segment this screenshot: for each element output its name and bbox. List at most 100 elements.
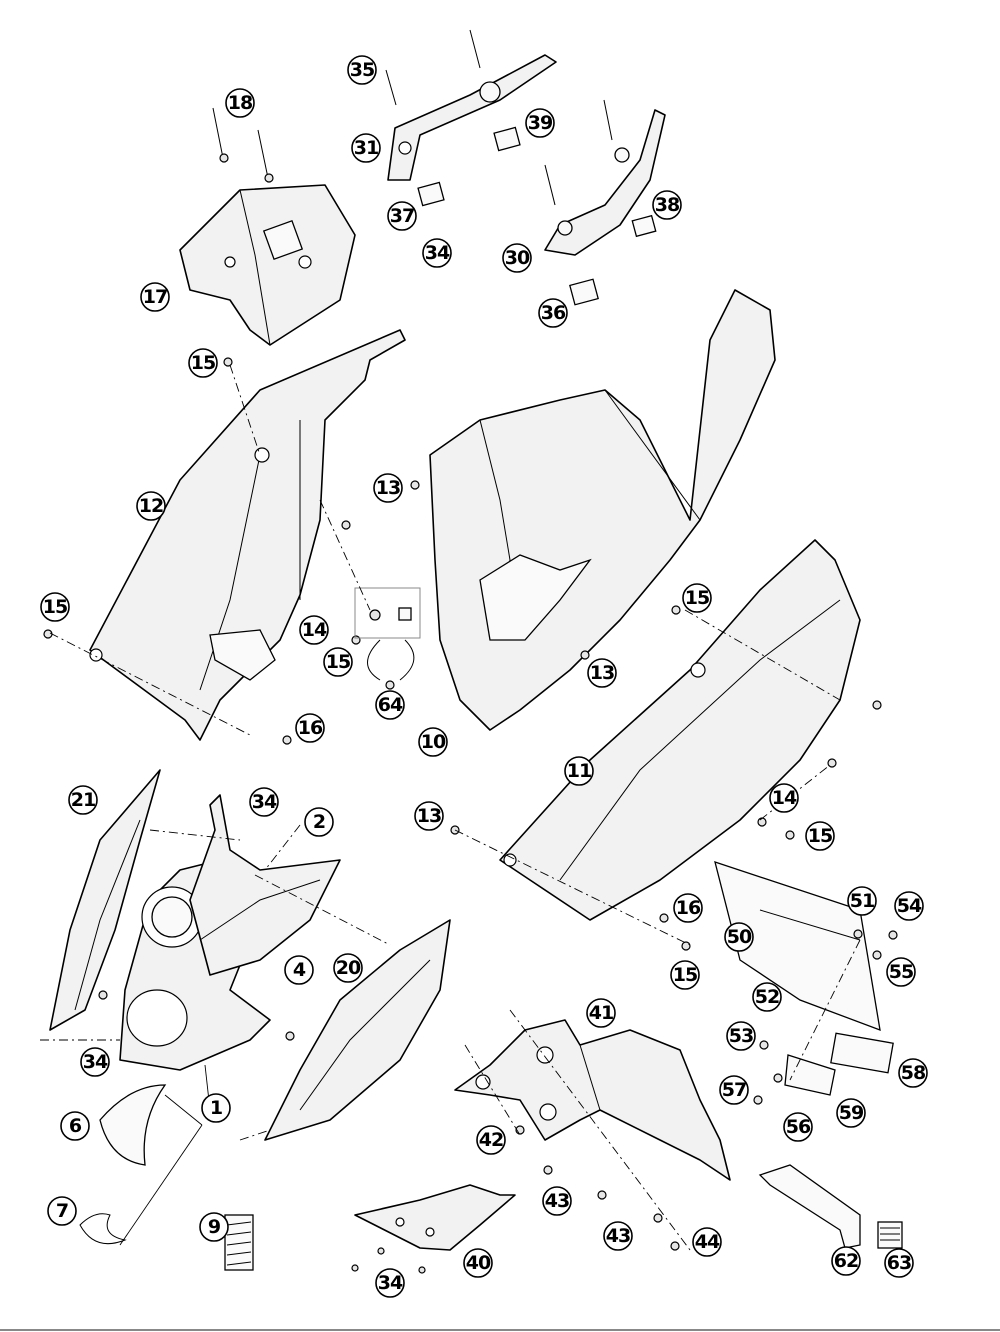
callout-36: 36: [538, 298, 568, 328]
svg-text:35: 35: [350, 59, 374, 81]
callout-15: 15: [40, 592, 70, 622]
callout-15: 15: [805, 821, 835, 851]
part-17-instrument-bracket: [179, 184, 356, 346]
svg-text:44: 44: [695, 1231, 720, 1253]
part-18-bolts: [212, 107, 274, 183]
callout-6: 6: [60, 1111, 90, 1141]
callout-35: 35: [347, 55, 377, 85]
callout-16: 16: [295, 713, 325, 743]
part-30-right-grab-handle: [544, 99, 666, 256]
svg-text:14: 14: [302, 619, 327, 641]
svg-text:7: 7: [56, 1200, 68, 1222]
part-10-tail-section: [429, 289, 776, 731]
callout-13: 13: [373, 473, 403, 503]
svg-text:38: 38: [655, 194, 680, 216]
callout-14: 14: [299, 615, 329, 645]
svg-text:4: 4: [293, 959, 306, 981]
callout-10: 10: [418, 727, 448, 757]
callout-7: 7: [47, 1196, 77, 1226]
svg-text:17: 17: [143, 286, 167, 308]
fasteners: [43, 357, 898, 1274]
callout-34: 34: [249, 787, 279, 817]
svg-text:30: 30: [505, 247, 530, 269]
svg-text:20: 20: [336, 957, 361, 979]
callout-15: 15: [682, 583, 712, 613]
part-11-right-side-panel: [499, 539, 861, 921]
callout-38: 38: [652, 190, 682, 220]
svg-text:50: 50: [727, 926, 752, 948]
svg-text:34: 34: [252, 791, 277, 813]
callout-64: 64: [375, 690, 405, 720]
svg-text:59: 59: [839, 1102, 863, 1124]
callout-34: 34: [375, 1268, 405, 1298]
callout-53: 53: [726, 1021, 756, 1051]
callout-15: 15: [188, 348, 218, 378]
svg-text:12: 12: [139, 495, 163, 517]
callout-11: 11: [564, 756, 594, 786]
callout-50: 50: [724, 922, 754, 952]
callout-4: 4: [284, 955, 314, 985]
svg-text:18: 18: [228, 92, 253, 114]
svg-text:15: 15: [326, 651, 350, 673]
callout-21: 21: [68, 785, 98, 815]
callout-13: 13: [414, 801, 444, 831]
callout-40: 40: [463, 1248, 493, 1278]
svg-text:2: 2: [313, 811, 325, 833]
svg-text:9: 9: [208, 1216, 220, 1238]
svg-text:54: 54: [897, 895, 922, 917]
part-62-bracket: [758, 1164, 861, 1249]
svg-text:43: 43: [606, 1225, 630, 1247]
svg-text:1: 1: [210, 1097, 222, 1119]
svg-text:42: 42: [479, 1129, 503, 1151]
part-41-rear-mudguard: [454, 1019, 731, 1181]
callout-15: 15: [323, 647, 353, 677]
callout-1: 1: [201, 1093, 231, 1123]
callout-62: 62: [831, 1246, 861, 1276]
svg-text:55: 55: [889, 961, 913, 983]
part-58-59-reflector: [784, 1032, 894, 1096]
svg-text:53: 53: [729, 1025, 753, 1047]
part-9-grille: [224, 1214, 254, 1271]
svg-text:16: 16: [676, 897, 701, 919]
part-6-headlight-lens: [99, 1084, 167, 1166]
callout-39: 39: [525, 108, 555, 138]
svg-text:10: 10: [421, 731, 446, 753]
svg-text:34: 34: [83, 1051, 108, 1073]
callout-12: 12: [136, 491, 166, 521]
part-2-upper-cowl: [189, 794, 341, 976]
part-12-left-side-panel: [89, 329, 406, 741]
callout-2: 2: [304, 807, 334, 837]
svg-text:13: 13: [376, 477, 400, 499]
svg-text:31: 31: [354, 137, 378, 159]
callout-52: 52: [752, 982, 782, 1012]
svg-text:37: 37: [390, 205, 414, 227]
svg-text:64: 64: [378, 694, 403, 716]
svg-text:36: 36: [541, 302, 566, 324]
svg-text:14: 14: [772, 787, 797, 809]
svg-text:41: 41: [589, 1002, 613, 1024]
svg-text:43: 43: [545, 1190, 569, 1212]
callout-14: 14: [769, 783, 799, 813]
callout-41: 41: [586, 998, 616, 1028]
callout-63: 63: [884, 1248, 914, 1278]
callout-18: 18: [225, 88, 255, 118]
callout-43: 43: [542, 1186, 572, 1216]
svg-text:15: 15: [685, 587, 709, 609]
svg-text:40: 40: [466, 1252, 491, 1274]
part-35-bolts: [385, 29, 481, 106]
callout-34: 34: [80, 1047, 110, 1077]
part-37-39-38-36-clips: [417, 126, 657, 306]
svg-text:58: 58: [901, 1062, 926, 1084]
callout-56: 56: [783, 1112, 813, 1142]
svg-text:15: 15: [673, 964, 697, 986]
callout-34: 34: [422, 238, 452, 268]
svg-text:34: 34: [425, 242, 450, 264]
svg-text:21: 21: [71, 789, 95, 811]
callout-44: 44: [692, 1227, 722, 1257]
callout-16: 16: [673, 893, 703, 923]
svg-text:62: 62: [834, 1250, 858, 1272]
svg-text:16: 16: [298, 717, 323, 739]
svg-text:15: 15: [808, 825, 832, 847]
part-21-left-fairing: [49, 769, 161, 1031]
svg-text:11: 11: [567, 760, 591, 782]
